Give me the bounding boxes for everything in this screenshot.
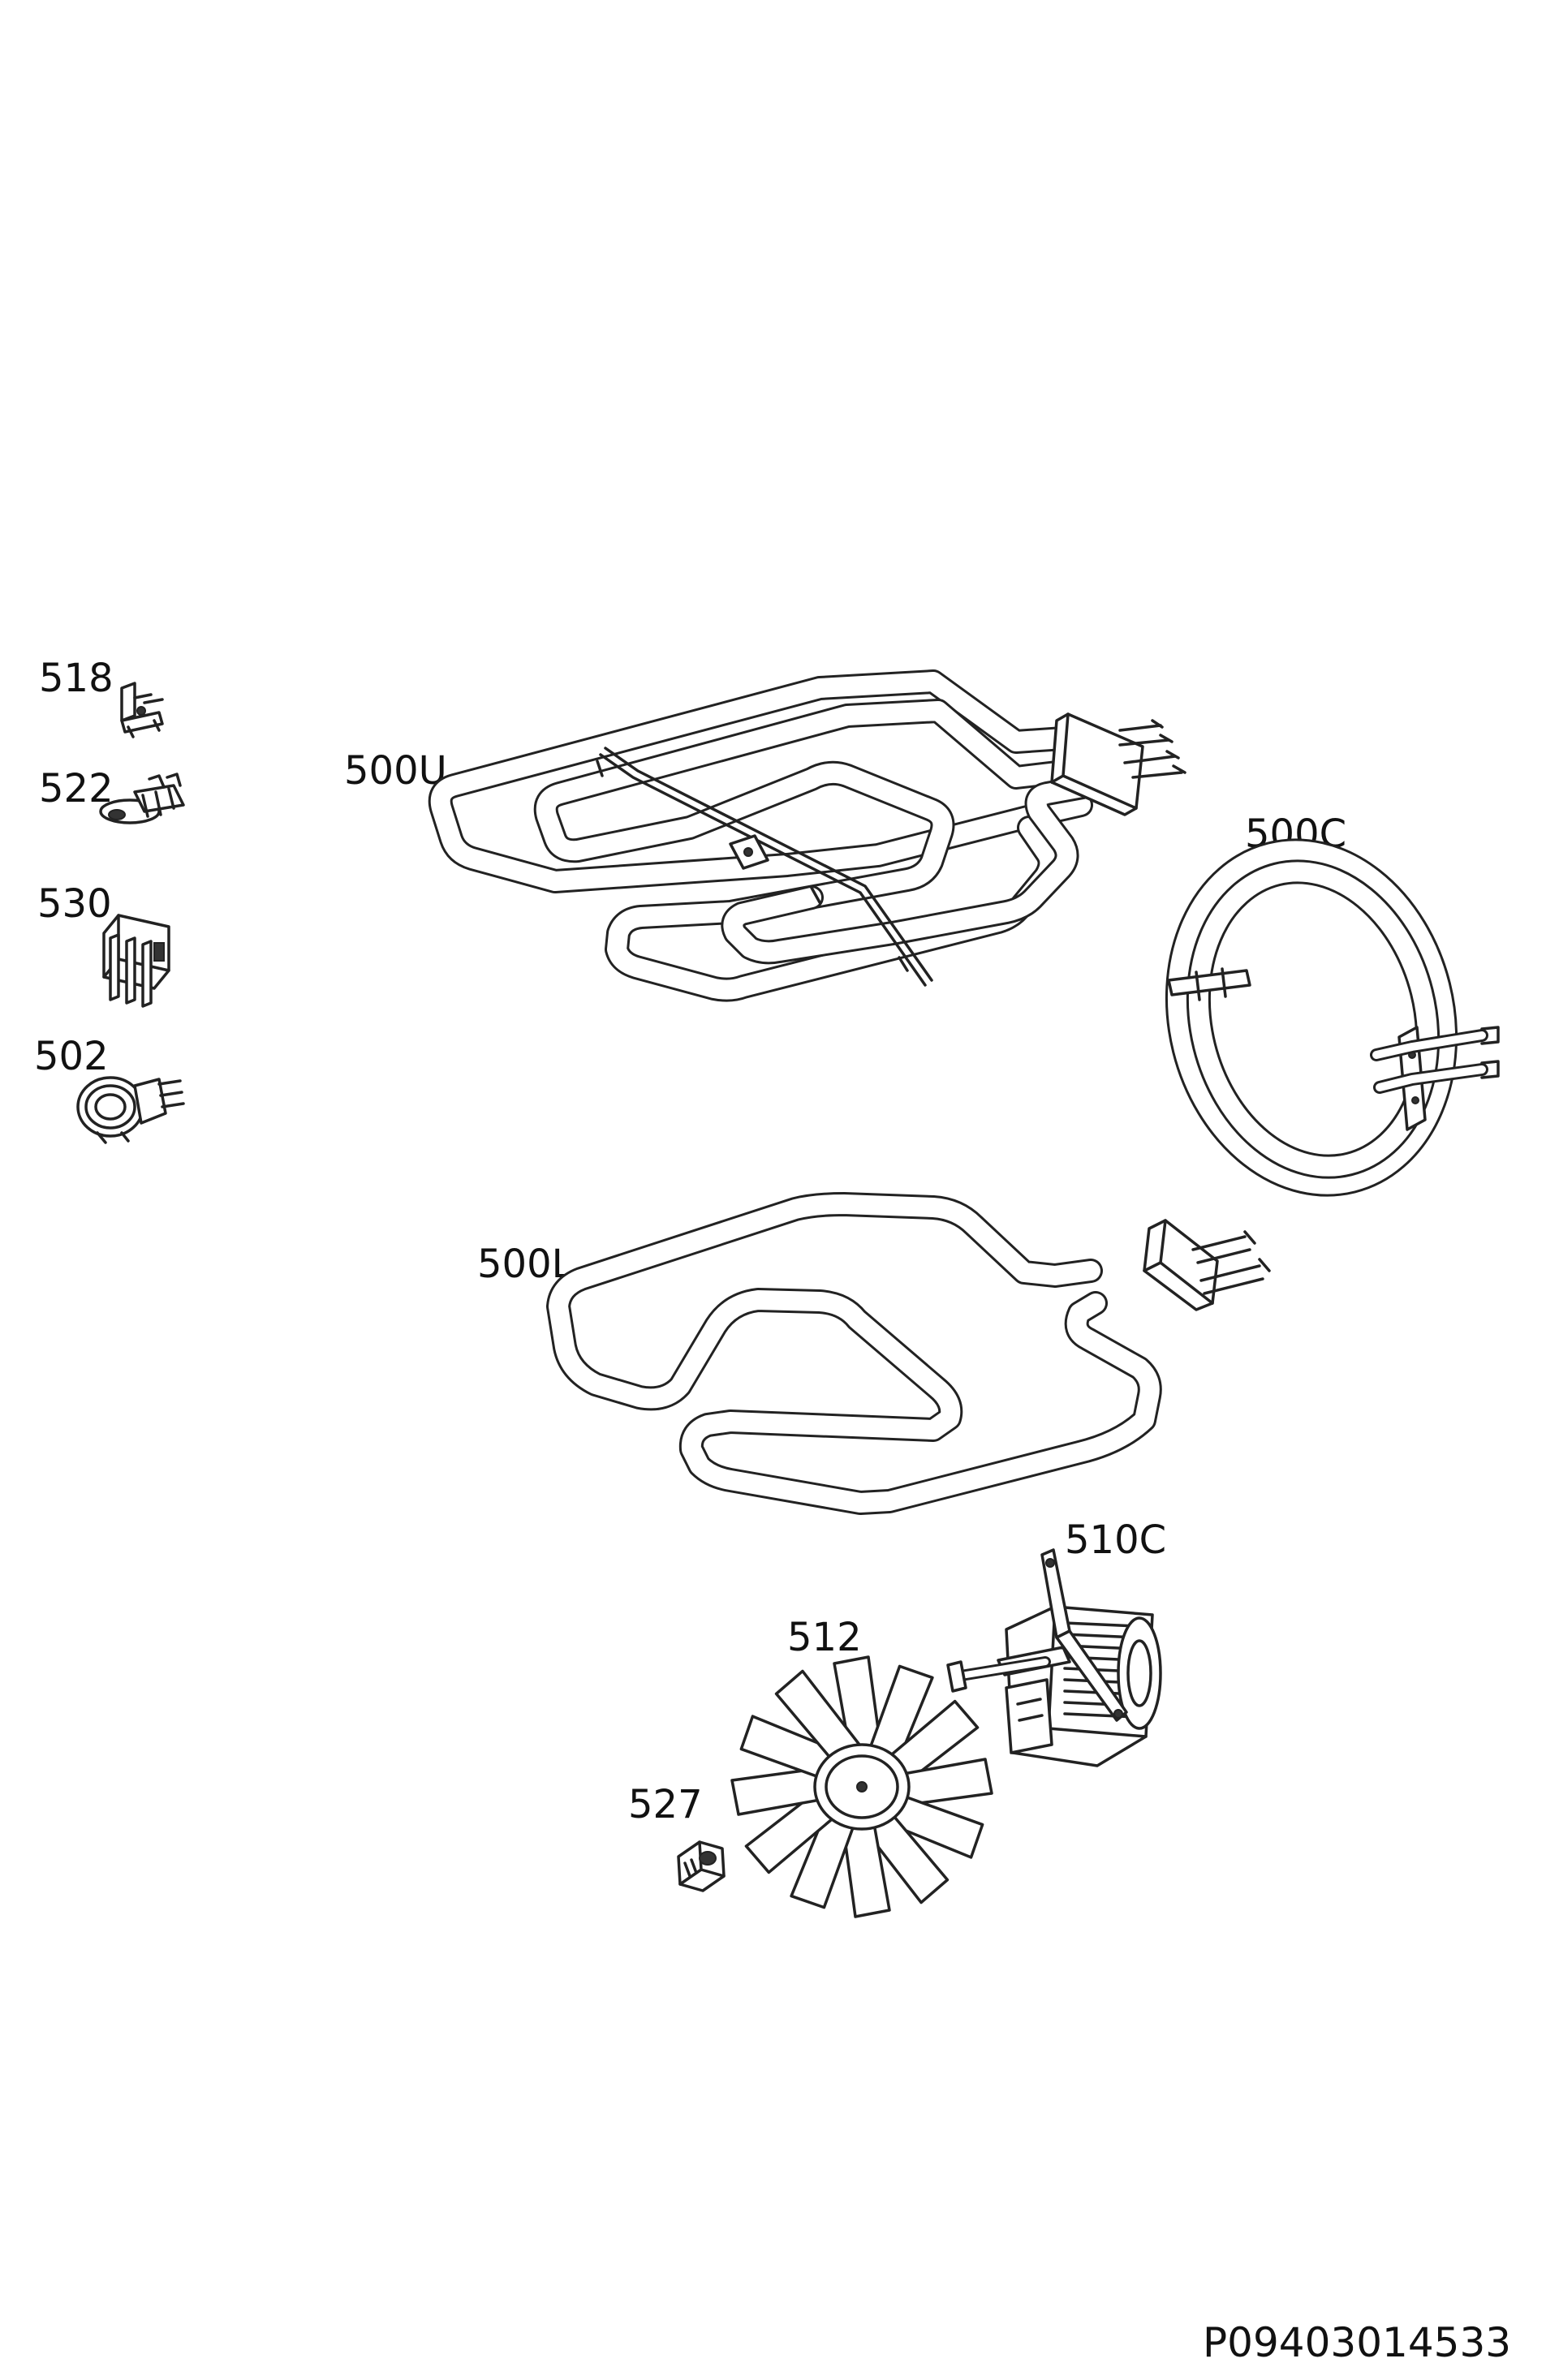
label-502: 502 bbox=[34, 1034, 109, 1079]
upper-heating-element-icon bbox=[428, 669, 1186, 1002]
label-500L: 500L bbox=[477, 1242, 574, 1287]
lower-heating-element-icon bbox=[546, 1192, 1271, 1515]
fan-nut-icon bbox=[677, 1840, 726, 1892]
part-530[interactable]: 530 bbox=[37, 881, 170, 1008]
drawing-code: P09403014533 bbox=[1203, 2319, 1511, 2366]
oven-lamp-icon bbox=[76, 1076, 185, 1144]
label-518: 518 bbox=[39, 656, 114, 701]
safety-thermostat-icon bbox=[99, 773, 185, 824]
part-500C[interactable]: 500C bbox=[1143, 811, 1500, 1213]
circular-heating-element-icon bbox=[1165, 838, 1500, 1197]
part-502[interactable]: 502 bbox=[34, 1034, 185, 1144]
part-518[interactable]: 518 bbox=[39, 656, 164, 738]
thermostat-icon bbox=[120, 682, 164, 738]
part-522[interactable]: 522 bbox=[39, 766, 185, 824]
part-510C[interactable]: 510C bbox=[946, 1517, 1166, 1767]
part-527[interactable]: 527 bbox=[628, 1782, 726, 1892]
label-530: 530 bbox=[37, 881, 112, 927]
fan-motor-icon bbox=[946, 1548, 1162, 1767]
label-527: 527 bbox=[628, 1782, 703, 1827]
fan-blade-icon bbox=[730, 1655, 993, 1918]
part-512[interactable]: 512 bbox=[730, 1615, 993, 1918]
label-522: 522 bbox=[39, 766, 114, 811]
label-510C: 510C bbox=[1065, 1517, 1166, 1563]
switch-block-icon bbox=[102, 914, 170, 1008]
label-512: 512 bbox=[787, 1615, 862, 1660]
part-500U[interactable]: 500U bbox=[344, 669, 1186, 1002]
part-500L[interactable]: 500L bbox=[477, 1192, 1271, 1515]
label-500U: 500U bbox=[344, 748, 447, 794]
